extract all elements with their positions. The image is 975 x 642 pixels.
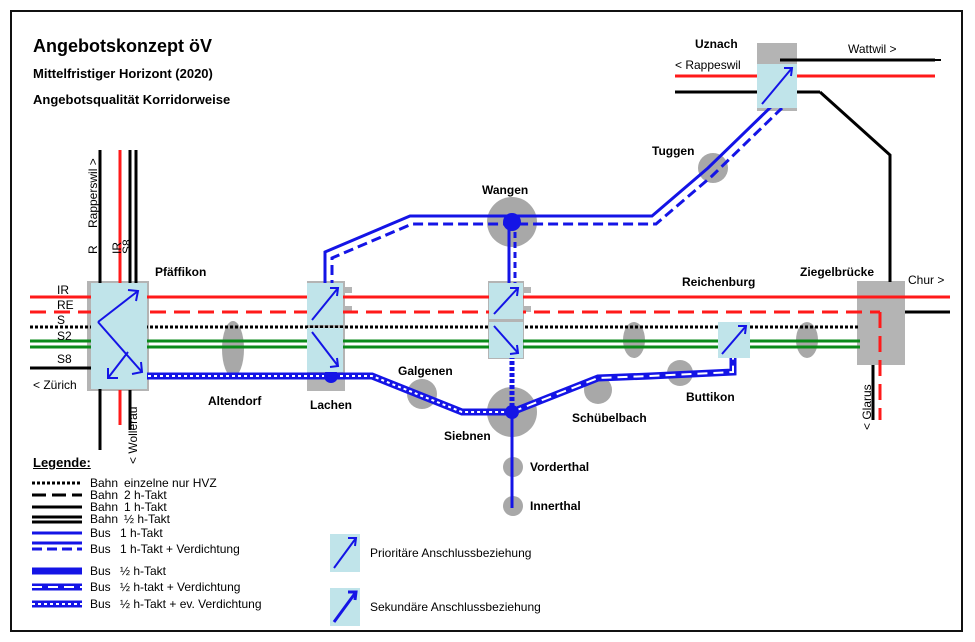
legend-item-mode: Bahn [90,512,119,526]
stop-altendorf [222,321,244,377]
label-ir: IR [57,283,69,297]
subtitle-quality: Angebotsqualität Korridorweise [33,92,231,107]
station-buttikon: Buttikon [686,390,735,404]
legend-connection-secondary: Sekundäre Anschlussbeziehung [370,600,541,614]
legend-item-text: 2 h-Takt [124,488,167,502]
node-tab-4 [524,306,531,312]
label-s: S [57,313,66,327]
bus-lachen-uznach-a [323,100,778,290]
legend-item-text: 1 h-Takt [120,526,163,540]
station-reichenburg: Reichenburg [682,275,756,289]
legend-item-mode: Bus [90,542,111,556]
label-r-vert: R [86,245,100,254]
legend-item-mode: Bahn [90,500,119,514]
legend-connection-primary: Prioritäre Anschlussbeziehung [370,546,532,560]
legend-title: Legende: [33,455,91,470]
rail-lines [30,58,950,450]
direction-wollerau: < Wollerau [126,406,140,464]
legend-item-mode: Bus [90,564,111,578]
direction-rappeswil-top: < Rappeswil [675,58,741,72]
bus-lachen-uznach-b [330,106,784,290]
node-tab-3 [524,287,531,293]
legend-item-text: ½ h-Takt + ev. Verdichtung [120,597,262,611]
label-s8: S8 [57,352,72,366]
legend-item-text: ½ h-Takt [120,564,167,578]
station-lachen: Lachen [310,398,353,412]
station-pfaeffikon: Pfäffikon [155,265,207,279]
direction-glarus: < Glarus [860,384,874,430]
bus-hub-siebnen [505,405,519,419]
direction-wattwil: Wattwil > [848,42,897,56]
bus-hub-lachen [324,369,338,383]
label-s2: S2 [57,329,72,343]
station-siebnen: Siebnen [444,429,491,443]
diagram-frame [10,10,963,632]
bus-pf-siebnen-dots [130,375,512,413]
bus-siebnen-reich-dash [511,345,734,413]
direction-chur: Chur > [908,273,945,287]
stop-tuggen [698,153,728,183]
station-galgenen: Galgenen [398,364,453,378]
legend-item-mode: Bus [90,580,111,594]
legend-item-mode: Bahn [90,488,119,502]
station-vorderthal: Vorderthal [530,460,590,474]
connector-arrows [97,67,794,623]
legend-item-text: einzelne nur HVZ [124,476,217,490]
label-re: RE [57,298,74,312]
station-ziegelbruecke: Ziegelbrücke [800,265,875,279]
subtitle-horizon: Mittelfristiger Horizont (2020) [33,66,213,81]
legend-item-mode: Bahn [90,476,119,490]
legend-samples [32,481,82,608]
legend-item-text: ½ h-takt + Verdichtung [120,580,241,594]
legend-item-mode: Bus [90,526,111,540]
node-tab-2 [345,306,352,312]
bus-lines [130,100,784,508]
station-schuebelbach: Schübelbach [572,411,647,425]
station-tuggen: Tuggen [652,144,695,158]
label-s8-vert: S8 [120,239,134,254]
legend-item-text: 1 h-Takt + Verdichtung [120,542,240,556]
station-wangen: Wangen [482,183,529,197]
direction-rapperswil-left: Rapperswil > [86,158,100,228]
station-uznach: Uznach [695,37,738,51]
page-title: Angebotskonzept öV [33,36,212,56]
station-altendorf: Altendorf [208,394,262,408]
legend-item-mode: Bus [90,597,111,611]
bus-hub-wangen [503,213,521,231]
rail-uznach-ziegel [818,90,892,282]
connector-pfaeffikon [91,283,147,389]
direction-zuerich: < Zürich [33,378,77,392]
legend-item-text: 1 h-Takt [124,500,167,514]
station-innerthal: Innerthal [530,499,581,513]
node-tab-1 [345,287,352,293]
legend-item-text: ½ h-Takt [124,512,171,526]
